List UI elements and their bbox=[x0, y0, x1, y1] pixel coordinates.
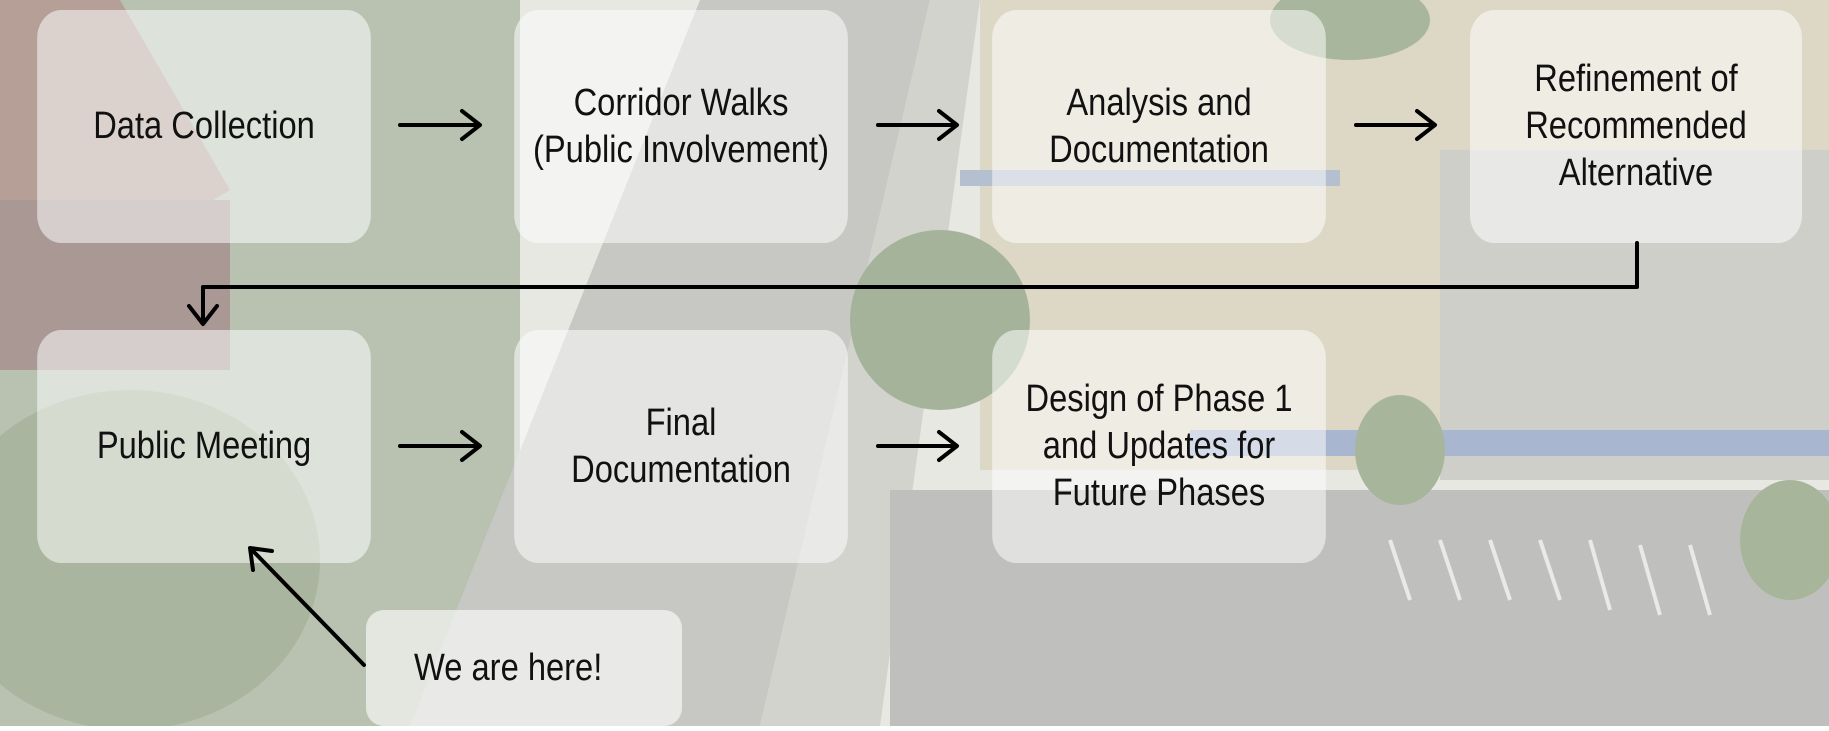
step-label: Refinement of Recommended Alternative bbox=[1525, 58, 1747, 194]
arrow-connector-icon bbox=[187, 241, 1639, 326]
step-analysis-documentation: Analysis and Documentation bbox=[992, 10, 1326, 243]
step-final-documentation: Final Documentation bbox=[514, 330, 848, 563]
step-refinement-alternative: Refinement of Recommended Alternative bbox=[1470, 10, 1802, 243]
step-corridor-walks: Corridor Walks (Public Involvement) bbox=[514, 10, 848, 243]
step-label: Analysis and Documentation bbox=[1049, 81, 1269, 171]
step-label: Final Documentation bbox=[571, 401, 791, 491]
callout-pointer-arrow-icon bbox=[248, 546, 366, 667]
we-are-here-callout: We are here! bbox=[366, 610, 682, 726]
step-label: Design of Phase 1 and Updates for Future… bbox=[1025, 378, 1293, 514]
arrow-right-icon bbox=[1354, 109, 1437, 141]
step-public-meeting: Public Meeting bbox=[37, 330, 371, 563]
arrow-right-icon bbox=[876, 430, 959, 462]
arrow-right-icon bbox=[876, 109, 959, 141]
step-label: Data Collection bbox=[93, 105, 315, 148]
arrow-right-icon bbox=[398, 109, 482, 141]
step-design-phase-1: Design of Phase 1 and Updates for Future… bbox=[992, 330, 1326, 563]
step-data-collection: Data Collection bbox=[37, 10, 371, 243]
arrow-right-icon bbox=[398, 430, 482, 462]
step-label: Public Meeting bbox=[96, 425, 312, 468]
callout-label: We are here! bbox=[414, 646, 603, 689]
step-label: Corridor Walks (Public Involvement) bbox=[532, 81, 830, 171]
